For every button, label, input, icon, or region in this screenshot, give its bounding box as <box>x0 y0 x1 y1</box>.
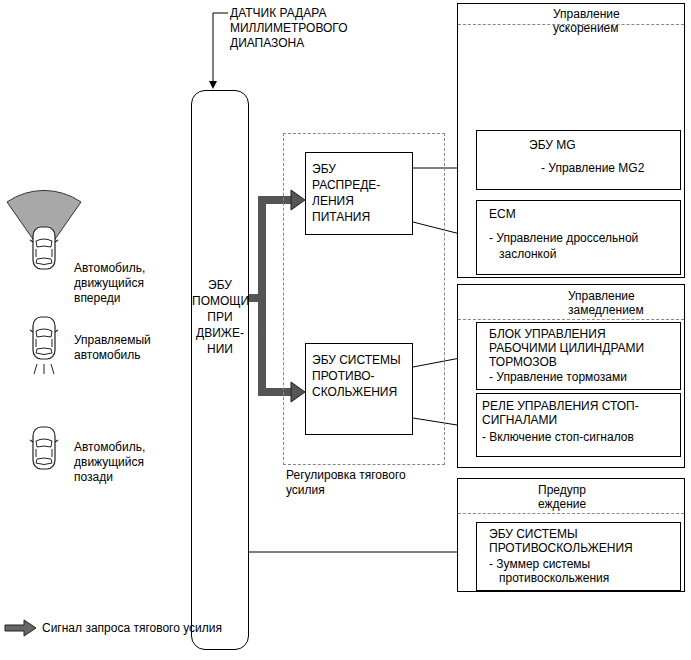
sensor-leader <box>213 13 228 82</box>
body-text: - Управление тормозами <box>489 370 680 384</box>
body-text: - Зуммер системы противоскольжения <box>489 557 649 585</box>
body-text: - Включение стоп-сигналов <box>482 430 680 444</box>
car-behind <box>30 427 58 469</box>
ecu-box: ЭБУ MG - Управление MG2 <box>476 130 681 190</box>
function-group: Управление замедлениемБЛОК УПРАВЛЕНИЯ РА… <box>457 284 685 468</box>
legend-arrow <box>5 620 36 636</box>
separator-line <box>458 513 684 514</box>
signal-arrow <box>249 552 476 553</box>
force-request-arrow <box>249 298 305 402</box>
body-text: - Управление MG2 <box>541 161 680 175</box>
heading-text: ЭБУ СИСТЕМЫ ПРОТИВОСКОЛЬЖЕНИЯ <box>489 527 654 555</box>
sensor-label: ДАТЧИК РАДАРА МИЛЛИМЕТРОВОГО ДИАПАЗОНА <box>230 6 355 51</box>
ecu-box: ЭБУ ПОМОЩИ ПРИ ДВИЖЕ- НИИ <box>191 90 249 650</box>
vehicle-label: Автомобиль, движущийся позади <box>74 440 164 485</box>
ecu-box: ЭБУ РАСПРЕДЕ- ЛЕНИЯ ПИТАНИЯ <box>305 152 413 235</box>
group-caption: Регулировка тягового усилия <box>286 468 406 498</box>
node-text: ЭБУ ПОМОЩИ ПРИ ДВИЖЕ- НИИ <box>192 277 248 357</box>
motion-lines <box>34 364 54 374</box>
ecu-box: ЭБУ СИСТЕМЫ ПРОТИВО- СКОЛЬЖЕНИЯ <box>305 343 413 435</box>
vehicle-label: Автомобиль, движущийся впереди <box>74 261 192 306</box>
heading-text: ЭБУ MG <box>529 138 680 152</box>
sensor-arrowhead <box>209 81 217 89</box>
vehicle-label: Управляемый автомобиль <box>74 333 174 363</box>
legend-text: Сигнал запроса тягового усилия <box>42 621 222 635</box>
function-group: Управление ускорениемЭБУ MG - Управление … <box>457 3 685 278</box>
ecu-box: РЕЛЕ УПРАВЛЕНИЯ СТОП- СИГНАЛАМИ - Включен… <box>476 393 681 457</box>
group-box: Регулировка тягового усилияЭБУ РАСПРЕДЕ-… <box>283 133 445 465</box>
ecu-box: ECM - Управление дроссельной заслонкой <box>476 200 681 275</box>
node-text: Управление ускорением <box>553 7 684 35</box>
separator-line <box>458 319 684 320</box>
heading-text: РЕЛЕ УПРАВЛЕНИЯ СТОП- СИГНАЛАМИ <box>482 399 677 427</box>
function-group: Предупр еждениеЭБУ СИСТЕМЫ ПРОТИВОСКОЛЬЖ… <box>457 478 685 592</box>
body-text: - Управление дроссельной заслонкой <box>489 230 669 262</box>
car-front <box>30 227 58 269</box>
node-text: ЭБУ РАСПРЕДЕ- ЛЕНИЯ ПИТАНИЯ <box>312 161 406 225</box>
car-controlled <box>30 317 58 359</box>
heading-text: ECM <box>489 207 680 221</box>
ecu-box: ЭБУ СИСТЕМЫ ПРОТИВОСКОЛЬЖЕНИЯ- Зуммер си… <box>476 522 681 591</box>
heading-text: БЛОК УПРАВЛЕНИЯ РАБОЧИМИ ЦИЛИНДРАМИ ТОРМ… <box>489 327 659 369</box>
force-request-arrow <box>249 190 305 298</box>
ecu-box: БЛОК УПРАВЛЕНИЯ РАБОЧИМИ ЦИЛИНДРАМИ ТОРМ… <box>476 322 681 390</box>
node-text: Управление замедлением <box>568 289 678 317</box>
node-text: Предупр еждение <box>538 483 600 511</box>
node-text: ЭБУ СИСТЕМЫ ПРОТИВО- СКОЛЬЖЕНИЯ <box>312 352 406 400</box>
